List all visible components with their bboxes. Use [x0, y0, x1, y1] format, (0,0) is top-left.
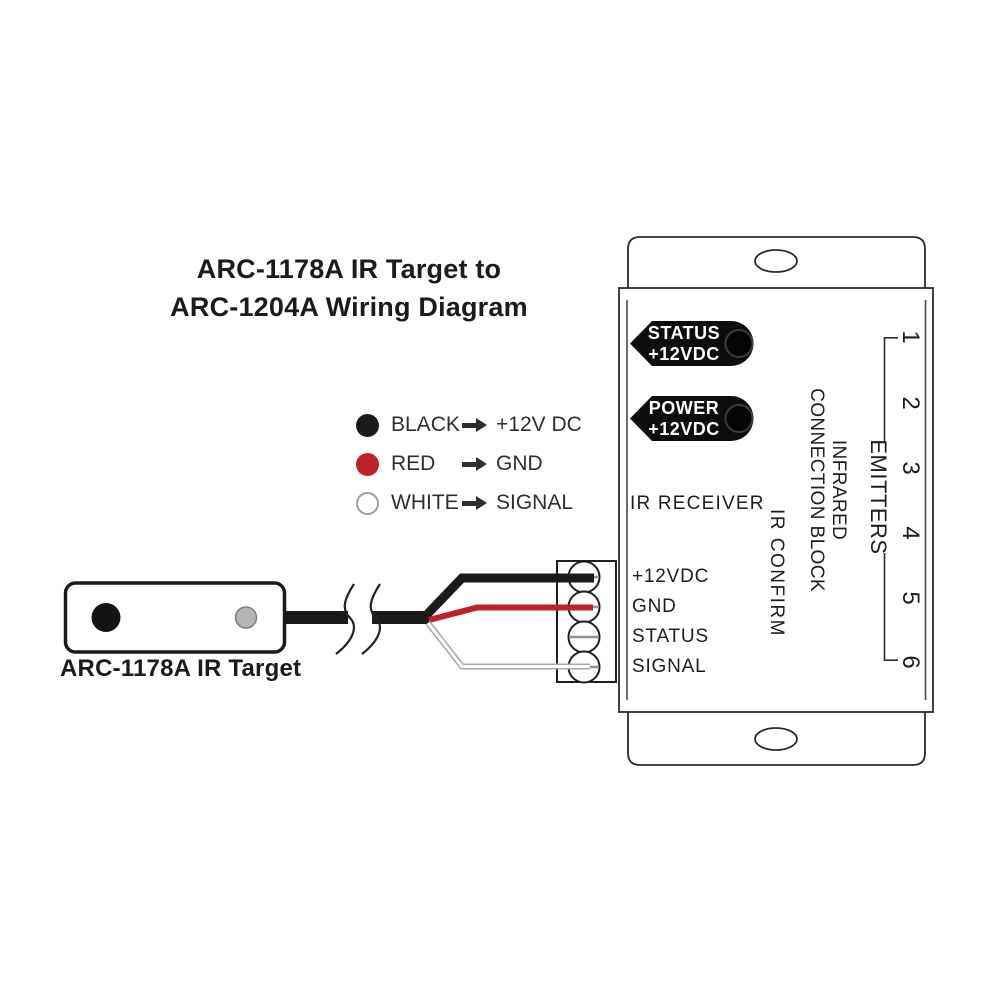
cable-break-curve-2 — [361, 583, 381, 655]
right-arrow-icon — [462, 456, 488, 472]
status-led-icon — [724, 329, 754, 358]
power-badge-shape — [630, 396, 754, 441]
mounting-slot-top — [754, 249, 798, 273]
status-badge-label: STATUS +12VDC — [630, 323, 738, 365]
emitter-number-4: 4 — [897, 526, 924, 540]
cable-segment-left — [283, 611, 348, 624]
power-badge-line1: POWER — [648, 398, 720, 418]
ir-target-label: ARC-1178A IR Target — [60, 655, 302, 682]
terminal-label-gnd: GND — [632, 596, 677, 617]
black-wire — [423, 573, 594, 618]
ir-confirm-label: IR CONFIRM — [766, 509, 787, 637]
legend-row-red: RED GND — [356, 451, 582, 477]
terminal-label-status: STATUS — [632, 626, 709, 647]
diagram-title: ARC-1178A IR Target to ARC-1204A Wiring … — [153, 250, 545, 326]
black-wire-dot-icon — [356, 413, 379, 437]
legend-wire-name: WHITE — [391, 491, 459, 514]
cable-break-curve-1 — [335, 583, 355, 655]
diagram-title-line2: ARC-1204A Wiring Diagram — [170, 292, 528, 322]
legend-row-white: WHITE SIGNAL — [356, 490, 582, 516]
diagram-title-line1: ARC-1178A IR Target to — [196, 254, 502, 284]
ir-target-lens-icon — [91, 603, 121, 632]
right-arrow-icon — [462, 417, 488, 433]
power-badge-line2: +12VDC — [648, 419, 720, 439]
emitter-number-2: 2 — [897, 396, 924, 410]
red-wire — [428, 604, 593, 623]
power-led-icon — [724, 404, 754, 433]
status-badge-shape — [630, 321, 754, 366]
legend-signal-name: +12V DC — [496, 413, 582, 436]
status-badge-line2: +12VDC — [648, 344, 720, 364]
emitters-label: EMITTERS — [866, 439, 891, 555]
wire-color-legend: BLACK +12V DC RED GND WHITE SIGNAL — [356, 412, 582, 529]
emitter-number-5: 5 — [897, 591, 924, 605]
legend-wire-name: RED — [391, 452, 436, 475]
ir-receiver-label: IR RECEIVER — [630, 493, 765, 514]
terminal-label-signal: SIGNAL — [632, 656, 707, 677]
ir-target-led-icon — [234, 606, 258, 629]
white-wire-dot-icon — [356, 491, 379, 515]
red-wire-dot-icon — [356, 452, 379, 476]
mounting-slot-bottom — [754, 727, 798, 751]
cable-segment-right — [372, 611, 429, 624]
legend-signal-name: SIGNAL — [496, 491, 574, 514]
power-badge-label: POWER +12VDC — [630, 398, 738, 440]
emitter-number-1: 1 — [897, 330, 924, 344]
legend-row-black: BLACK +12V DC — [356, 412, 582, 438]
connection-block-label-line2: CONNECTION BLOCK — [806, 388, 827, 592]
white-wire — [426, 622, 590, 668]
emitter-number-3: 3 — [897, 461, 924, 475]
legend-signal-name: GND — [496, 452, 543, 475]
terminal-label-12vdc: +12VDC — [632, 566, 710, 587]
right-arrow-icon — [462, 495, 488, 511]
status-badge-line1: STATUS — [647, 323, 721, 343]
connection-block-label: INFRARED CONNECTION BLOCK — [805, 385, 849, 595]
emitter-number-6: 6 — [897, 655, 924, 669]
legend-wire-name: BLACK — [391, 413, 460, 436]
connection-block-label-line1: INFRARED — [828, 439, 849, 541]
